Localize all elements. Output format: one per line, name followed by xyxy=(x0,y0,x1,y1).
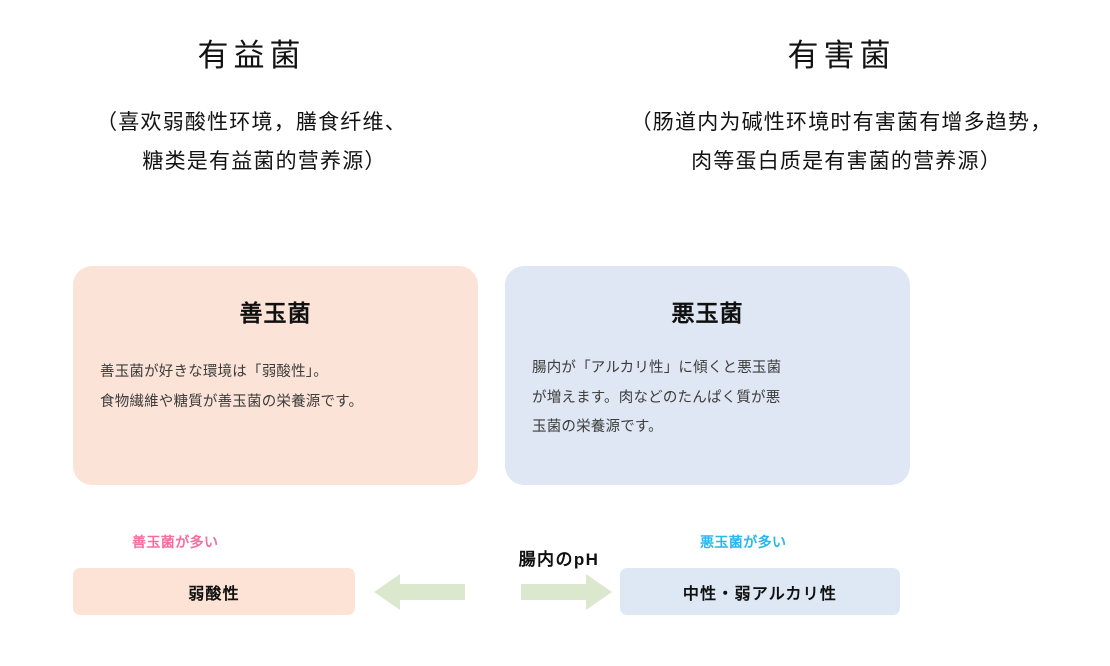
card-bad-bacteria-body-line1: 腸内が「アルカリ性」に傾くと悪玉菌 xyxy=(532,360,782,376)
arrow-right-icon xyxy=(521,574,612,610)
heading-subtitle-beneficial-line1: （喜欢弱酸性环境，膳食纤维、 xyxy=(96,110,407,135)
card-good-bacteria: 善玉菌 善玉菌が好きな環境は「弱酸性」。 食物繊維や糖質が善玉菌の栄養源です。 xyxy=(73,266,478,485)
heading-column-harmful: 有害菌 （肠道内为碱性环境时有害菌有增多趋势， 肉等蛋白质是有害菌的营养源） xyxy=(555,0,1110,250)
heading-title-harmful: 有害菌 xyxy=(787,38,896,74)
column-headings: 有益菌 （喜欢弱酸性环境，膳食纤维、 糖类是有益菌的营养源） 有害菌 （肠道内为… xyxy=(0,0,1110,250)
card-good-bacteria-body-line1: 善玉菌が好きな環境は「弱酸性」。 xyxy=(100,364,328,380)
ph-caption-bad-bacteria: 悪玉菌が多い xyxy=(700,534,787,550)
card-good-bacteria-body: 善玉菌が好きな環境は「弱酸性」。 食物繊維や糖質が善玉菌の栄養源です。 xyxy=(100,358,451,417)
ph-bar-neutral-weakly-alkaline-label: 中性・弱アルカリ性 xyxy=(682,585,838,603)
heading-subtitle-beneficial: （喜欢弱酸性环境，膳食纤维、 糖类是有益菌的营养源） xyxy=(96,103,407,181)
ph-bar-weakly-acidic-label: 弱酸性 xyxy=(188,585,240,603)
card-bad-bacteria: 悪玉菌 腸内が「アルカリ性」に傾くと悪玉菌 が増えます。肉などのたんぱく質が悪 … xyxy=(505,266,910,485)
heading-subtitle-beneficial-line2: 糖类是有益菌的营养源） xyxy=(142,149,387,174)
ph-scale-section: 善玉菌が多い 悪玉菌が多い xyxy=(0,510,1110,640)
ph-caption-good-bacteria: 善玉菌が多い xyxy=(132,534,219,550)
card-bad-bacteria-body-line2: が増えます。肉などのたんぱく質が悪 xyxy=(532,389,781,406)
heading-subtitle-harmful-line1: （肠道内为碱性环境时有害菌有增多趋势， xyxy=(630,110,1053,135)
ph-center-label: 腸内のpH xyxy=(518,550,600,569)
heading-column-beneficial: 有益菌 （喜欢弱酸性环境，膳食纤维、 糖类是有益菌的营养源） xyxy=(0,0,555,250)
card-good-bacteria-title: 善玉菌 xyxy=(239,300,312,326)
heading-title-beneficial: 有益菌 xyxy=(197,38,306,74)
arrow-left-icon xyxy=(374,574,465,610)
ph-bar-neutral-weakly-alkaline: 中性・弱アルカリ性 xyxy=(620,568,900,615)
card-bad-bacteria-body: 腸内が「アルカリ性」に傾くと悪玉菌 が増えます。肉などのたんぱく質が悪 玉菌の栄… xyxy=(532,354,883,443)
heading-subtitle-harmful-line2: 肉等蛋白质是有害菌的营养源） xyxy=(691,149,1002,174)
card-bad-bacteria-title: 悪玉菌 xyxy=(671,300,744,326)
card-bad-bacteria-body-line3: 玉菌の栄養源です。 xyxy=(532,419,663,436)
heading-subtitle-harmful: （肠道内为碱性环境时有害菌有增多趋势， 肉等蛋白质是有害菌的营养源） xyxy=(631,103,1053,181)
card-good-bacteria-body-line2: 食物繊維や糖質が善玉菌の栄養源です。 xyxy=(100,393,364,410)
ph-bar-weakly-acidic: 弱酸性 xyxy=(73,568,355,615)
